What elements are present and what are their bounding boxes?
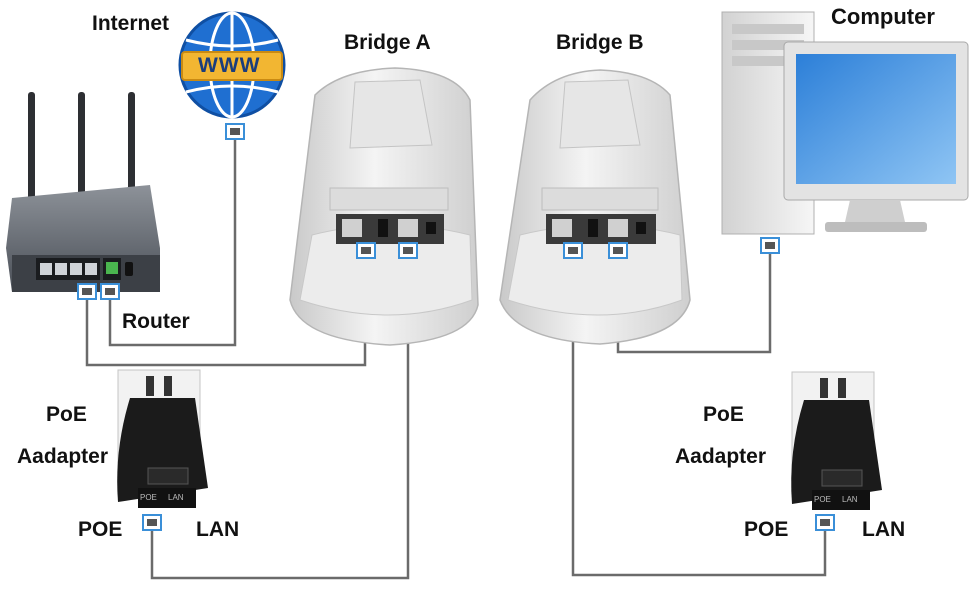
poe-adapter-right-icon: POE LAN [791,371,882,510]
poe-adapter-right-label-line2: Aadapter [675,445,767,468]
bridge-b-icon [499,69,691,345]
poe-adapter-left-port-icon [142,514,162,531]
adapter-port-lan-text: LAN [842,495,858,504]
router-icon [6,92,160,292]
port-icon [225,123,245,140]
cable-internet-router [108,138,237,347]
poe-adapter-right-port-icon [815,514,835,531]
bridge-b-label: Bridge B [556,31,644,54]
port-poe-right-label: POE [744,518,789,541]
adapter-port-poe-text: POE [140,493,157,502]
cable-bridge-b-poe-adapter [571,258,827,577]
adapter-port-lan-text: LAN [168,493,184,502]
cable-bridge-a-poe-adapter [150,258,410,580]
internet-label: Internet [92,12,170,35]
computer-port-icon [760,237,780,254]
router-port-icons [77,283,120,300]
router-label: Router [122,310,190,333]
bridge-a-icon [289,67,479,346]
port-lan-left-label: LAN [196,518,240,541]
port-poe-left-label: POE [78,518,123,541]
globe-icon [178,11,286,119]
poe-adapter-left-label-line2: Aadapter [17,445,109,468]
poe-adapter-left-label-line1: PoE [46,403,87,426]
www-label: WWW [198,54,261,77]
bridge-a-label: Bridge A [344,31,431,54]
port-lan-right-label: LAN [862,518,906,541]
adapter-port-poe-text: POE [814,495,831,504]
computer-label: Computer [831,4,935,29]
poe-adapter-right-label-line1: PoE [703,403,744,426]
desktop-computer-icon [721,11,969,235]
bridge-a-port-icons [356,242,418,259]
poe-adapter-left-icon: POE LAN [117,369,208,508]
bridge-b-port-icons [563,242,628,259]
